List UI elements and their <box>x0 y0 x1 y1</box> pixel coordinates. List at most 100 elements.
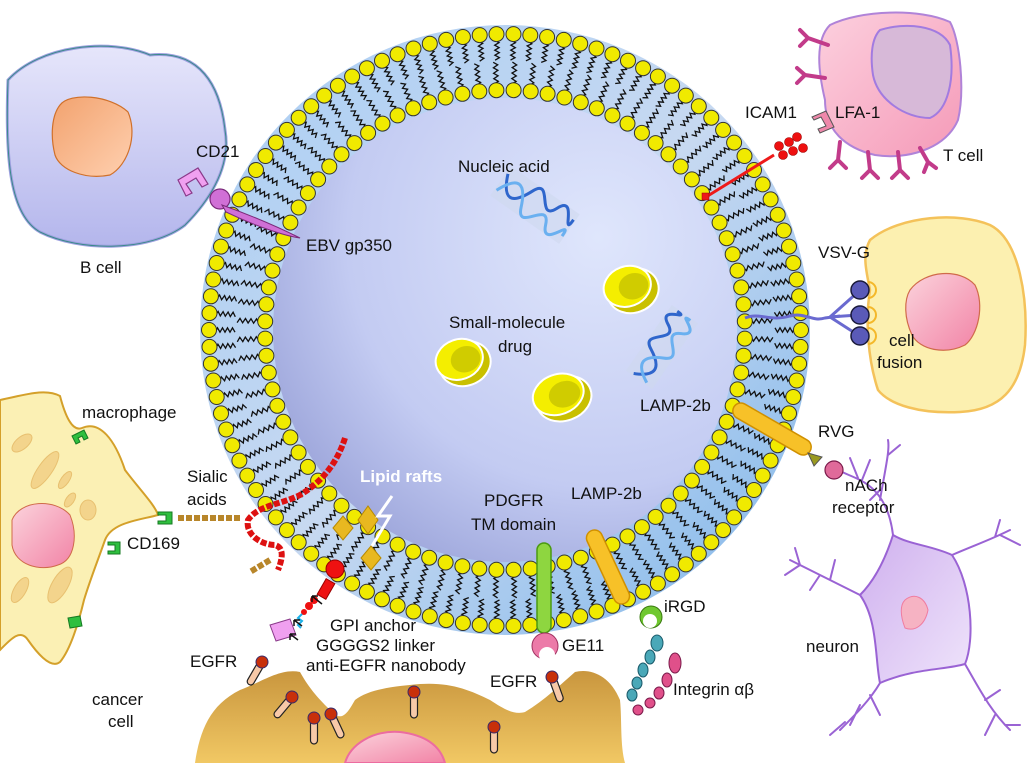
lipid-tail <box>613 548 627 570</box>
lipid-head <box>488 26 505 43</box>
lipid-tail <box>774 326 796 334</box>
lipid-head <box>264 381 281 398</box>
lipid-tail <box>252 460 272 475</box>
lipid-tail <box>732 421 754 435</box>
lipid-head <box>258 347 275 364</box>
lipid-tail <box>245 388 268 399</box>
lipid-tail <box>231 418 252 430</box>
lipid-head <box>344 575 361 592</box>
lipid-tail <box>555 593 566 615</box>
lipid-tail <box>740 460 759 475</box>
lipid-tail <box>353 82 368 101</box>
lipid-tail <box>461 42 470 64</box>
lipid-head <box>239 176 256 193</box>
lipid-tail <box>429 49 440 70</box>
pdgfr-tm-rod <box>536 542 552 634</box>
lipid-head <box>290 199 307 216</box>
lipid-head <box>736 496 753 512</box>
ebv-gp350-cd21 <box>177 167 301 239</box>
nach-receptor <box>824 460 844 480</box>
lipid-tail <box>668 542 684 560</box>
lipid-head <box>781 405 797 422</box>
lipid-tail <box>655 551 671 570</box>
t-cell <box>795 11 963 180</box>
lipid-tail <box>680 532 697 550</box>
lipid-tail <box>301 121 318 139</box>
lipid-tail <box>717 453 737 469</box>
lipid-tail <box>257 422 279 435</box>
drug-pill-2 <box>434 337 492 388</box>
lipid-head <box>389 46 406 63</box>
annotation-arrows <box>289 595 323 641</box>
lipid-head <box>290 444 307 461</box>
lipid-tail <box>600 580 613 601</box>
lipid-tail <box>586 53 598 74</box>
lipid-tail <box>746 371 770 381</box>
lipid-head <box>248 162 264 178</box>
lipid-head <box>775 222 792 239</box>
lipid-head <box>703 534 720 551</box>
label-icam1: ICAM1 <box>745 103 797 122</box>
lipid-head <box>672 158 689 175</box>
lipid-tail <box>563 69 574 92</box>
cancer-cell <box>195 670 625 764</box>
label-egfr-left: EGFR <box>190 652 238 671</box>
lipid-tail <box>273 191 293 207</box>
lipid-head <box>374 52 390 69</box>
lipid-tail <box>294 160 314 178</box>
lipid-tail <box>238 353 262 362</box>
lipid-tail <box>226 403 248 414</box>
lipid-head <box>635 583 652 600</box>
lipid-head <box>316 87 333 104</box>
lipid-head <box>718 230 735 247</box>
lipid-head <box>421 608 438 625</box>
lipid-head <box>715 522 732 539</box>
lipid-head <box>729 381 746 398</box>
lipid-tail <box>528 62 537 86</box>
lipid-tail <box>218 277 240 287</box>
lipid-head <box>793 322 809 338</box>
lipid-tail <box>256 225 278 239</box>
lipid-head <box>374 591 390 608</box>
dna-helix-2 <box>625 305 699 389</box>
lipid-head <box>454 558 471 575</box>
lamp2b-rod-right <box>732 402 812 456</box>
lipid-tail <box>696 482 716 500</box>
lipid-tail <box>493 599 501 621</box>
integrin-alpha <box>626 634 664 702</box>
lipid-tail <box>268 158 287 174</box>
lipid-tail <box>289 133 307 150</box>
lipid-head <box>683 171 700 188</box>
rvg-peptide <box>807 452 823 467</box>
lipid-head <box>257 330 274 347</box>
lipid-tail <box>770 373 792 383</box>
lipid-tail <box>629 72 643 91</box>
label-gpi-anchor: GPI anchor <box>330 616 416 635</box>
lipid-head <box>218 421 235 438</box>
lipid-head <box>454 615 471 631</box>
lipid-head <box>282 214 299 231</box>
lipid-tail <box>692 521 709 539</box>
lipid-tail <box>270 487 289 503</box>
lipid-head <box>762 191 779 208</box>
lipid-head <box>735 296 752 313</box>
label-vsvg: VSV-G <box>818 243 870 262</box>
lipid-tail <box>571 48 582 69</box>
lipid-tail <box>307 146 326 165</box>
lipid-head <box>213 238 229 255</box>
lipid-tail <box>746 279 769 290</box>
egfr-receptors <box>246 655 564 754</box>
vsvg-fusion-protein <box>744 280 877 346</box>
lipid-tail <box>249 242 272 255</box>
lipid-head <box>711 214 728 231</box>
lipid-head <box>231 191 248 208</box>
lipid-head <box>690 98 707 115</box>
lipid-tail <box>383 90 397 112</box>
lipid-tail <box>753 433 774 446</box>
lipid-head <box>471 560 488 577</box>
lipid-head <box>303 545 320 562</box>
lipid-tail <box>335 121 352 141</box>
lipid-tail <box>510 61 518 85</box>
lipid-head <box>278 121 295 138</box>
lipid-tail <box>723 208 745 222</box>
